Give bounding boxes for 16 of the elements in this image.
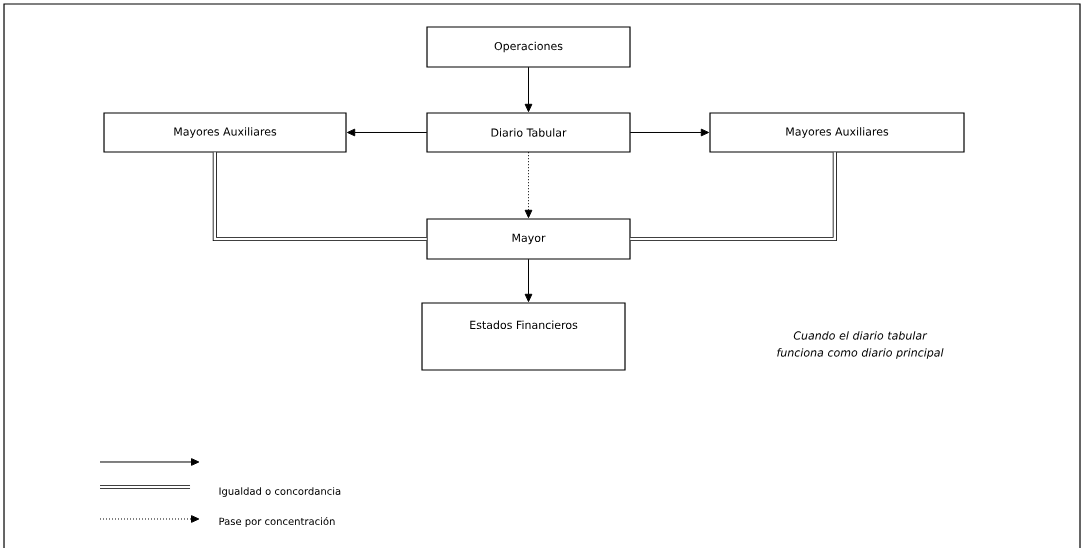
process-box: Operaciones [426,26,631,68]
process-box: Mayores Auxiliares [709,112,965,153]
arrow [524,151,533,219]
process-box: Diario Tabular [426,112,631,153]
connector-line [212,152,427,242]
process-box: Mayores Auxiliares [103,112,347,153]
connector-line [630,152,837,242]
arrow [524,66,533,113]
arrow [346,128,428,137]
process-box: Estados Financieros [421,302,626,371]
legend-text: Pase por concentración [219,516,335,528]
process-box: Mayor [426,218,631,260]
arrow [629,128,710,137]
note-text: Cuando el diario tabular funciona como diario principal [777,331,944,359]
arrow [524,258,533,303]
legend-text: Igualdad o concordancia [219,487,341,497]
